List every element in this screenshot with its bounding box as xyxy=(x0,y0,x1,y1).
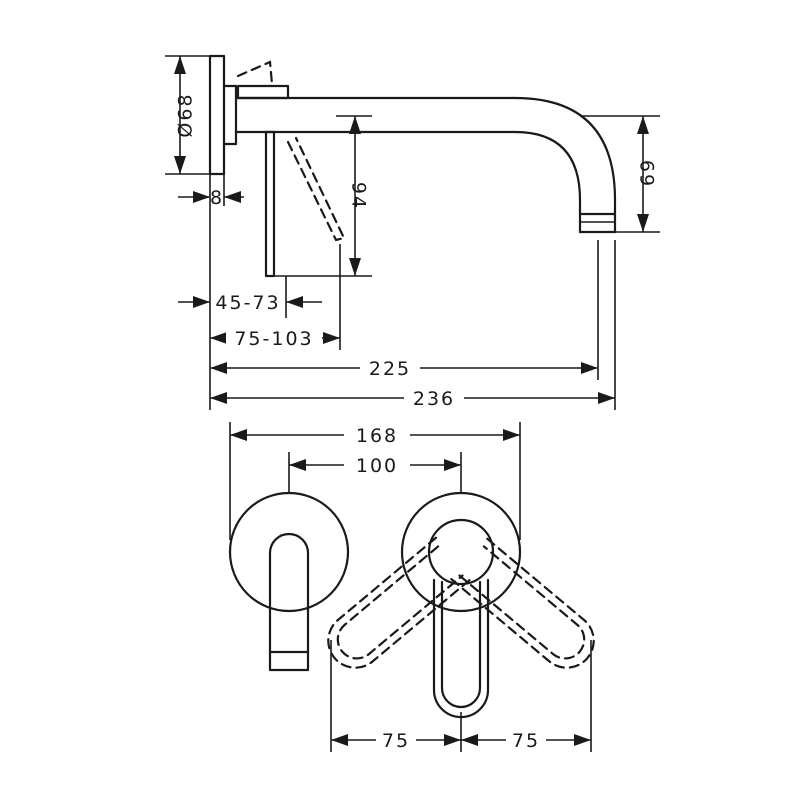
lever-collar xyxy=(236,84,290,100)
dim-handle-offset: 45-73 xyxy=(215,292,280,314)
dim-spout-projection: 225 xyxy=(369,358,411,380)
handle-lever xyxy=(264,130,276,278)
side-view: Ø68 8 94 69 45-73 75 xyxy=(165,54,660,410)
mixer-body xyxy=(222,84,238,146)
dim-rosette-spacing-center: 100 xyxy=(356,455,398,477)
spout xyxy=(234,96,617,216)
dim-spout-height: 69 xyxy=(636,160,658,188)
handle-swing-dashed xyxy=(236,60,274,86)
spout-front xyxy=(268,532,310,672)
lever-swing-left xyxy=(327,536,472,669)
dim-handle-reach: 75-103 xyxy=(234,328,313,350)
lever-swing-right xyxy=(450,536,595,669)
front-view: 168 100 75 75 xyxy=(228,422,595,752)
lever-hub xyxy=(427,518,495,586)
dim-rosette-diameter: Ø68 xyxy=(175,92,197,137)
dim-lever-swing-right: 75 xyxy=(512,730,540,752)
dim-lever-swing-left: 75 xyxy=(382,730,410,752)
dim-handle-drop: 94 xyxy=(348,182,370,210)
wall-rosette-plate xyxy=(208,54,226,176)
spout-rosette xyxy=(228,491,350,613)
dim-total-projection: 236 xyxy=(413,388,455,410)
dim-rosette-spacing-total: 168 xyxy=(356,425,398,447)
dim-rosette-thickness: 8 xyxy=(210,187,224,209)
handle-swing-dashed-lower xyxy=(286,136,346,242)
